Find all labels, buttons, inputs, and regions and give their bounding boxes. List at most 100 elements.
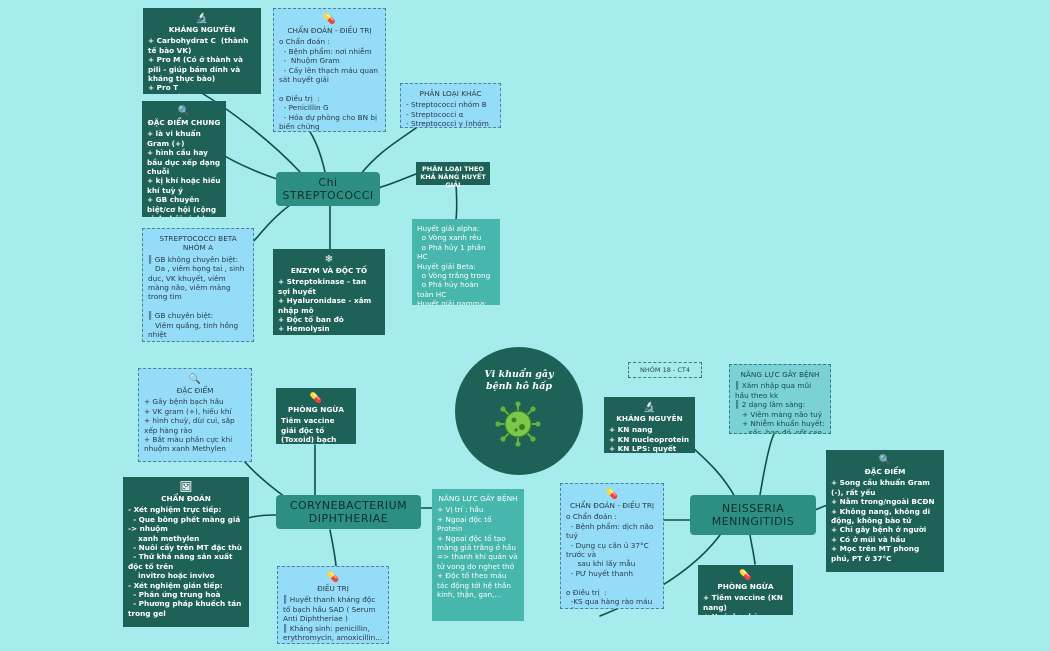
- strep-enzyme-title: ENZYM VÀ ĐỘC TỐ: [290, 266, 368, 275]
- text-line: + Viêm màng não tuỷ: [735, 409, 823, 419]
- text-line: ║ Kháng sinh: penicillin, erythromycin, …: [283, 623, 383, 643]
- text-line: [279, 84, 380, 93]
- text-line: + GB chuyên biệt/cơ hội (cộng sinh, hội …: [147, 195, 217, 217]
- text-lines: + Gây bệnh bạch hầu+ VK gram (+), hiếu k…: [144, 397, 246, 453]
- text-line: + Streptokinase - tan sợi huyết: [278, 277, 369, 296]
- text-line: sau khi lấy mẫu: [566, 559, 636, 569]
- text-line: xanh methylen: [128, 533, 200, 543]
- text-line: ║ Huyết thanh kháng độc tố bạch hầu SAD …: [283, 595, 378, 624]
- text-line: - Streptococci α: [406, 109, 464, 119]
- text-line: o Phá hủy 1 phần HC: [417, 242, 488, 262]
- neis-features-title: ĐẶC ĐIỂM: [864, 467, 906, 476]
- text-line: + Hemolysin (Streptolysin O) - ly giải H…: [278, 324, 377, 335]
- neis-pathogenicity-title: NĂNG LỰC GÂY BỆNH: [740, 370, 820, 379]
- neis-pathogenicity-box: NĂNG LỰC GÂY BỆNH ║ Xâm nhập qua mũi hầu…: [729, 364, 831, 434]
- text-line: + là vi khuẩn Gram (+): [147, 129, 204, 148]
- text-line: - Xét nghiệm trực tiếp:: [128, 505, 222, 515]
- text-line: -KS qua hàng rào máu não: [566, 597, 653, 608]
- strep-topic[interactable]: Chi STREPTOCOCCI: [276, 172, 380, 206]
- text-line: - Nuôi cấy trên MT đặc thù: [128, 543, 243, 553]
- coryne-pathogenicity-title: NĂNG LỰC GÂY BỆNH: [438, 494, 518, 503]
- neis-topic[interactable]: NEISSERIA MENINGITIDIS: [690, 495, 816, 535]
- strep-other-classes-box: PHÂN LOẠI KHÁC - Streptococci nhóm B- St…: [400, 83, 501, 128]
- coryne-topic[interactable]: CORYNEBACTERIUM DIPHTHERIAE: [276, 495, 421, 529]
- microscope-icon: 🔬: [643, 402, 656, 413]
- text-line: + VK gram (+), hiếu khí: [144, 406, 232, 416]
- text-line: [148, 339, 248, 341]
- central-topic-title: Vi khuẩn gây bệnh hô hấp: [484, 369, 554, 392]
- text-lines: + KN nang+ KN nucleoprotein+ KN LPS: quy…: [609, 425, 690, 453]
- text-lines: - Streptococci nhóm B- Streptococci α- S…: [406, 100, 495, 128]
- text-line: o Chẩn đoán :: [566, 512, 617, 522]
- central-topic[interactable]: Vi khuẩn gây bệnh hô hấp: [455, 347, 583, 475]
- text-line: + Pro M (Có ở thành và pili - giúp bám d…: [148, 55, 246, 84]
- neis-features-box: 🔍 ĐẶC ĐIỂM + Song cầu khuẩn Gram (-), rấ…: [826, 450, 944, 572]
- text-line: o Phá hủy hoàn toàn HC: [417, 280, 481, 299]
- text-line: + hình cầu hay bầu dục xếp dạng chuỗi: [147, 148, 223, 177]
- text-line: + Độc tố ban đỏ: [278, 315, 344, 325]
- text-lines: - Xét nghiệm trực tiếp: - Que bông phết …: [128, 505, 244, 618]
- coryne-pathogenicity-box: NĂNG LỰC GÂY BỆNH + Vị trí : hầu+ Ngoại …: [432, 489, 524, 621]
- text-line: - Cấy lên thạch máu quan sát huyết giải: [279, 65, 381, 85]
- neis-diagnosis-box: 💊 CHẨN ĐOÁN - ĐIỀU TRỊ o Chẩn đoán : - B…: [560, 483, 664, 609]
- strep-features-title: ĐẶC ĐIỂM CHUNG: [147, 118, 221, 127]
- strep-topic-title: Chi STREPTOCOCCI: [282, 176, 374, 202]
- coryne-features-box: 🔍 ĐẶC ĐIỂM + Gây bệnh bạch hầu+ VK gram …: [138, 368, 252, 462]
- text-line: invitro hoặc invivo: [128, 571, 215, 581]
- text-lines: + Vị trí : hầu+ Ngoại độc tố Protein+ Ng…: [437, 505, 519, 599]
- text-line: + Pro T: [148, 83, 179, 93]
- text-line: + Carbohydrat C (thành tế bào VK): [148, 36, 251, 55]
- text-line: - Streptococci nhóm B: [406, 100, 487, 110]
- text-line: + Không nang, không di động, không bào t…: [831, 506, 933, 526]
- text-line: + Chỉ gây bệnh ở người: [831, 525, 927, 535]
- coryne-treatment-title: ĐIỀU TRỊ: [317, 584, 349, 593]
- magnifier-icon: 🔍: [188, 374, 202, 385]
- text-line: Da , viêm họng tai , sinh dục, VK khuyết…: [148, 264, 247, 302]
- text-line: + Ngoại độc tố Protein: [437, 514, 494, 534]
- text-line: Huyết giải gamma:: [417, 299, 487, 305]
- strep-other-classes-title: PHÂN LOẠI KHÁC: [419, 89, 482, 98]
- coryne-prevention-title: PHÒNG NGỪA: [287, 405, 345, 414]
- text-lines: + Streptokinase - tan sợi huyết+ Hyaluro…: [278, 277, 380, 335]
- strep-antigen-title: KHÁNG NGUYÊN: [168, 25, 236, 34]
- text-lines: o Chẩn đoán : - Bệnh phẩm: nơi nhiễm - N…: [279, 37, 380, 131]
- text-line: [148, 302, 248, 311]
- snowflake-icon: ❄: [324, 254, 334, 265]
- neis-antigen-title: KHÁNG NGUYÊN: [616, 414, 683, 423]
- text-line: + Vị trí : hầu: [437, 505, 484, 515]
- text-line: - Phản ứng trung hoà: [128, 590, 221, 600]
- strep-hemolysis-topic[interactable]: PHÂN LOẠI THEO KHẢ NĂNG HUYẾT GIẢI: [416, 162, 490, 189]
- text-line: ║ Xâm nhập qua mũi hầu theo kk: [735, 381, 814, 400]
- magnifier-icon: 🔍: [177, 106, 191, 117]
- text-line: - Bệnh phẩm: nơi nhiễm: [279, 46, 372, 56]
- strep-antigen-box: 🔬 KHÁNG NGUYÊN + Carbohydrat C (thành tế…: [143, 8, 261, 94]
- pill-icon: 💊: [605, 489, 619, 500]
- strep-hemolysis-title: PHÂN LOẠI THEO KHẢ NĂNG HUYẾT GIẢI: [420, 165, 489, 189]
- text-line: Tiêm vaccine giải độc tố (Toxoid) bạch h…: [281, 416, 337, 444]
- pill-icon: 💊: [323, 14, 336, 25]
- text-line: o Vòng xanh rêu: [417, 233, 482, 243]
- neis-antigen-box: 🔬 KHÁNG NGUYÊN + KN nang+ KN nucleoprote…: [604, 397, 695, 453]
- text-line: - Que bông phết màng giả -> nhuộm: [128, 514, 243, 534]
- text-line: - Streptococci γ (nhóm D): [406, 119, 489, 128]
- text-line: + hình chuỳ, dùi cui, sắp xếp hàng rào: [144, 416, 238, 435]
- neis-topic-title: NEISSERIA MENINGITIDIS: [711, 502, 795, 528]
- text-line: o Điều trị :: [566, 587, 607, 597]
- strep-beta-box: STREPTOCOCCI BETA NHÓM A ║ GB không chuy…: [142, 228, 254, 342]
- text-lines: Tiêm vaccine giải độc tố (Toxoid) bạch h…: [281, 416, 351, 444]
- magnifier-icon: 🔍: [878, 455, 892, 466]
- coryne-features-title: ĐẶC ĐIỂM: [176, 386, 214, 395]
- text-line: + Hoá dự phòng: [703, 612, 788, 615]
- text-line: ║ GB không chuyên biệt:: [148, 254, 239, 264]
- text-line: - Phương pháp khuếch tán trong gel: [128, 599, 244, 618]
- text-lines: + Carbohydrat C (thành tế bào VK)+ Pro M…: [148, 36, 256, 94]
- pill-icon: 💊: [739, 570, 752, 581]
- strep-diagnosis-title: CHẨN ĐOÁN - ĐIỀU TRỊ: [287, 26, 372, 35]
- strep-hemolysis-box: Huyết giải alpha: o Vòng xanh rêu o Phá …: [412, 219, 500, 305]
- text-line: o Chẩn đoán :: [279, 37, 330, 47]
- image-icon: 🖼: [179, 482, 193, 493]
- text-line: Huyết giải Beta:: [417, 261, 476, 271]
- text-line: + Nhiễm khuẩn huyết:: [735, 419, 825, 429]
- neis-prevention-box: 💊 PHÒNG NGỪA + Tiêm vaccine (KN nang)+ H…: [698, 565, 793, 615]
- pill-icon: 💊: [326, 572, 340, 583]
